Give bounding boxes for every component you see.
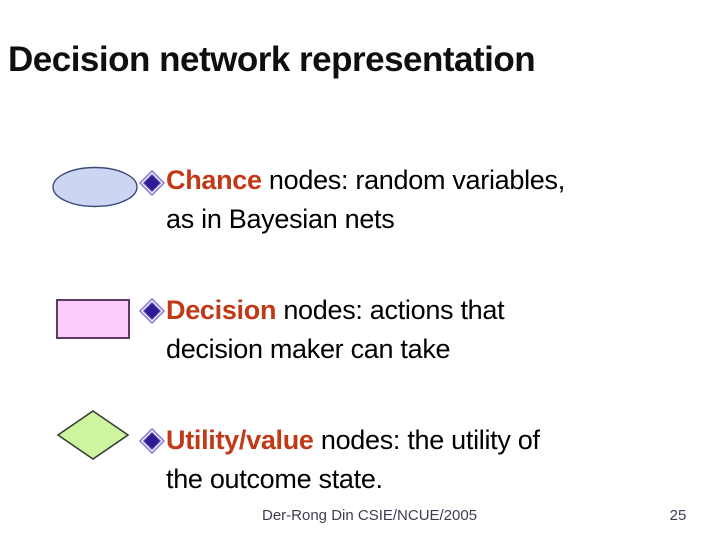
bullet-rest-text: nodes: the utility of <box>313 425 540 455</box>
bullet-line-2: the outcome state. <box>166 464 383 494</box>
page-number: 25 <box>669 507 687 524</box>
diamond-bullet-icon <box>138 297 166 325</box>
bullet-line-1: Decision nodes: actions that <box>166 291 716 330</box>
keyword-decision: Decision <box>166 295 277 325</box>
bullet-line-1: Utility/value nodes: the utility of <box>166 421 716 460</box>
diamond-bullet-icon <box>138 427 166 455</box>
keyword-utility-value: Utility/value <box>166 425 314 455</box>
slide-title: Decision network representation <box>8 40 536 79</box>
footer-credit: Der-Rong Din CSIE/NCUE/2005 <box>262 507 478 524</box>
bullet-text-utility: Utility/value nodes: the utility of the … <box>166 421 716 499</box>
keyword-chance: Chance <box>166 165 262 195</box>
bullet-rest-text: nodes: random variables, <box>261 165 565 195</box>
bullet-text-decision: Decision nodes: actions that decision ma… <box>166 291 716 369</box>
bullet-line-2: as in Bayesian nets <box>166 204 395 234</box>
decision-node-rectangle <box>56 299 130 339</box>
bullet-text-chance: Chance nodes: random variables, as in Ba… <box>166 161 716 239</box>
diamond-bullet-icon <box>138 169 166 197</box>
chance-node-ellipse <box>52 166 138 208</box>
utility-node-diamond <box>56 410 130 460</box>
bullet-line-1: Chance nodes: random variables, <box>166 161 716 200</box>
bullet-rest-text: nodes: actions that <box>276 295 505 325</box>
bullet-line-2: decision maker can take <box>166 334 451 364</box>
